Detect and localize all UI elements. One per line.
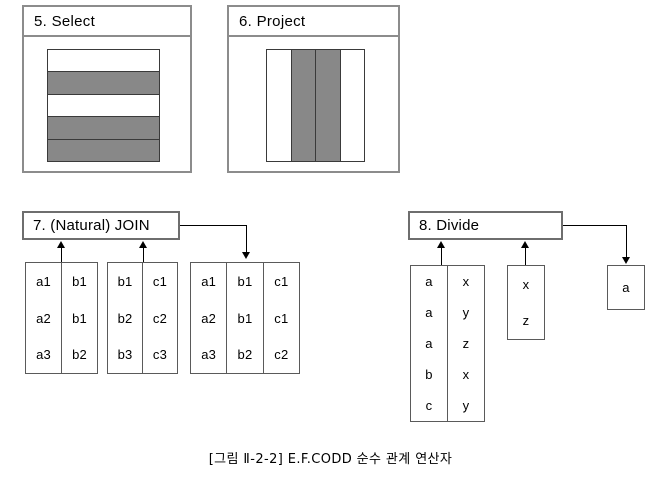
- divide-connector-divisor-line: [525, 247, 526, 267]
- panel-project-body: [229, 37, 398, 171]
- table-cell: a1: [36, 273, 51, 289]
- divide-connector-result-vline: [626, 225, 627, 258]
- table-cell: y: [462, 398, 470, 413]
- table-cell: c1: [274, 273, 289, 289]
- table-cell: c1: [152, 273, 168, 289]
- table-cell: b2: [72, 347, 87, 363]
- select-row-2: [48, 72, 159, 95]
- project-column-box: [266, 49, 365, 162]
- join-result-col-3: c1 c1 c2: [264, 263, 299, 373]
- select-row-3: [48, 94, 159, 118]
- select-stripe-box: [47, 49, 160, 162]
- join-connector-result-arrowhead: [242, 252, 250, 259]
- join-connector-result-hline: [180, 225, 246, 226]
- table-cell: a: [425, 305, 433, 320]
- join-connector-middle-arrowhead: [139, 241, 147, 248]
- table-cell: c3: [152, 347, 168, 363]
- table-cell: b1: [237, 273, 253, 289]
- divide-connector-dividend-arrowhead: [437, 241, 445, 248]
- join-right-col-2: c1 c2 c3: [143, 263, 177, 373]
- join-connector-left-arrowhead: [57, 241, 65, 248]
- divide-result-col-1: a: [608, 266, 644, 309]
- table-cell: z: [462, 336, 470, 351]
- divide-connector-result-arrowhead: [622, 257, 630, 264]
- table-cell: b1: [72, 310, 87, 326]
- join-table-operand-right: b1 b2 b3 c1 c2 c3: [107, 262, 178, 374]
- table-cell: b: [425, 367, 433, 382]
- join-connector-result-vline: [246, 225, 247, 253]
- table-cell: a2: [201, 310, 217, 326]
- table-cell: a: [425, 274, 433, 289]
- table-cell: a3: [201, 347, 217, 363]
- table-cell: b3: [117, 347, 133, 363]
- join-left-col-2: b1 b1 b2: [62, 263, 97, 373]
- table-cell: y: [462, 305, 470, 320]
- table-cell: a: [622, 280, 630, 295]
- table-cell: b1: [117, 273, 133, 289]
- op-header-join: 7. (Natural) JOIN: [22, 211, 180, 240]
- join-connector-left-line: [61, 247, 62, 267]
- project-col-4: [340, 50, 364, 161]
- table-cell: c1: [274, 310, 289, 326]
- select-row-5: [48, 139, 159, 162]
- table-cell: c: [425, 398, 433, 413]
- table-cell: a3: [36, 347, 51, 363]
- panel-select: 5. Select: [22, 5, 192, 173]
- divide-table-result: a: [607, 265, 645, 310]
- divide-connector-divisor-arrowhead: [521, 241, 529, 248]
- panel-select-body: [24, 37, 190, 171]
- panel-select-title: 5. Select: [24, 7, 190, 37]
- op-header-divide: 8. Divide: [408, 211, 563, 240]
- project-col-1: [267, 50, 292, 161]
- table-cell: b1: [72, 273, 87, 289]
- divide-divisor-col-1: x z: [508, 266, 544, 339]
- table-cell: b2: [237, 347, 253, 363]
- panel-project-title: 6. Project: [229, 7, 398, 37]
- panel-project: 6. Project: [227, 5, 400, 173]
- table-cell: b2: [117, 310, 133, 326]
- table-cell: x: [462, 274, 470, 289]
- figure-caption: [그림 Ⅱ-2-2] E.F.CODD 순수 관계 연산자: [208, 452, 453, 467]
- join-connector-middle-line: [143, 247, 144, 267]
- project-col-2: [291, 50, 316, 161]
- join-result-col-2: b1 b1 b2: [227, 263, 264, 373]
- table-cell: c2: [274, 347, 289, 363]
- select-row-4: [48, 117, 159, 140]
- join-table-operand-left: a1 a2 a3 b1 b1 b2: [25, 262, 98, 374]
- join-left-col-1: a1 a2 a3: [26, 263, 62, 373]
- table-cell: a1: [201, 273, 217, 289]
- table-cell: a: [425, 336, 433, 351]
- divide-connector-dividend-line: [441, 247, 442, 267]
- table-cell: a2: [36, 310, 51, 326]
- table-cell: x: [462, 367, 470, 382]
- join-table-result: a1 a2 a3 b1 b1 b2 c1 c1 c2: [190, 262, 300, 374]
- table-cell: b1: [237, 310, 253, 326]
- project-col-3: [316, 50, 341, 161]
- divide-table-dividend: a a a b c x y z x y: [410, 265, 485, 422]
- table-cell: c2: [152, 310, 168, 326]
- join-right-col-1: b1 b2 b3: [108, 263, 143, 373]
- table-cell: z: [522, 313, 530, 329]
- divide-table-divisor: x z: [507, 265, 545, 340]
- select-row-1: [48, 50, 159, 73]
- divide-connector-result-hline: [563, 225, 626, 226]
- table-cell: x: [522, 276, 530, 292]
- divide-dividend-col-1: a a a b c: [411, 266, 448, 421]
- join-result-col-1: a1 a2 a3: [191, 263, 228, 373]
- divide-dividend-col-2: x y z x y: [448, 266, 484, 421]
